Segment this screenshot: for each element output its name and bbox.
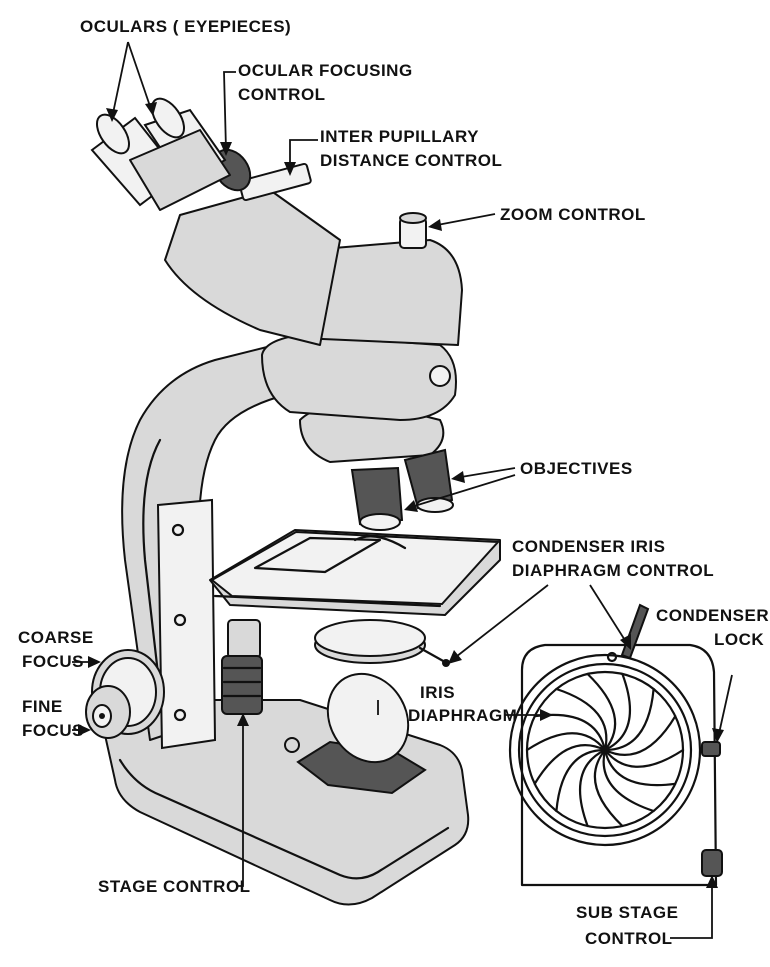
- label-stage-control: STAGE CONTROL: [98, 877, 251, 896]
- label-coarse-focus-1: COARSE: [18, 628, 94, 647]
- iris-blade: [579, 748, 607, 828]
- iris-control-lever: [620, 603, 650, 660]
- label-sub-stage-1: SUB STAGE: [576, 903, 678, 922]
- label-zoom-control: ZOOM CONTROL: [500, 205, 646, 224]
- label-interpupillary-1: INTER PUPILLARY: [320, 127, 479, 146]
- iris-blade: [586, 672, 617, 752]
- label-iris-diaphragm-2: DIAPHRAGM: [408, 706, 517, 725]
- label-sub-stage-2: CONTROL: [585, 929, 673, 948]
- iris-blade: [603, 715, 677, 756]
- mirror: [326, 672, 410, 764]
- iris-blades: [525, 672, 685, 828]
- iris-blade: [602, 748, 655, 813]
- binocular-housing: [164, 189, 341, 346]
- focus-block: [156, 498, 217, 750]
- iris-blade: [603, 748, 677, 787]
- leader-lines: [72, 41, 733, 939]
- stage-control-knob-lower: [221, 655, 263, 715]
- objective-center: [350, 466, 404, 526]
- stage-control-knob-upper: [227, 619, 261, 659]
- condenser-lock-screw: [701, 741, 721, 757]
- iris-blade: [525, 732, 607, 752]
- label-condenser-iris-1: CONDENSER IRIS: [512, 537, 665, 556]
- head-lower: [261, 334, 457, 421]
- objective-right: [403, 448, 454, 510]
- iris-blade: [533, 744, 607, 785]
- label-condenser-lock-2: LOCK: [714, 630, 764, 649]
- callout-labels: OCULARS ( EYEPIECES) OCULAR FOCUSING CON…: [18, 17, 769, 948]
- label-fine-focus-1: FINE: [22, 697, 63, 716]
- iris-blade: [603, 748, 685, 768]
- iris-diaphragm-inset: [508, 603, 723, 887]
- iris-blade: [555, 748, 607, 813]
- iris-blade: [555, 687, 608, 752]
- microscope-illustration: [85, 97, 501, 906]
- label-ocular-focusing-2: CONTROL: [238, 85, 326, 104]
- label-fine-focus-2: FOCUS: [22, 721, 84, 740]
- sub-stage-control-knob: [701, 849, 723, 877]
- label-ocular-focusing-1: OCULAR FOCUSING: [238, 61, 413, 80]
- label-interpupillary-2: DISTANCE CONTROL: [320, 151, 502, 170]
- label-condenser-iris-2: DIAPHRAGM CONTROL: [512, 561, 714, 580]
- interpupillary-slide: [238, 162, 312, 202]
- label-coarse-focus-2: FOCUS: [22, 652, 84, 671]
- inset-frame: [520, 643, 718, 887]
- label-oculars: OCULARS ( EYEPIECES): [80, 17, 291, 36]
- label-condenser-lock-1: CONDENSER: [656, 606, 769, 625]
- iris-outer-ring: [508, 653, 702, 847]
- label-objectives: OBJECTIVES: [520, 459, 633, 478]
- iris-blade: [603, 672, 631, 752]
- label-iris-diaphragm-1: IRIS: [420, 683, 455, 702]
- iris-blade: [603, 687, 655, 752]
- iris-blade: [593, 748, 624, 828]
